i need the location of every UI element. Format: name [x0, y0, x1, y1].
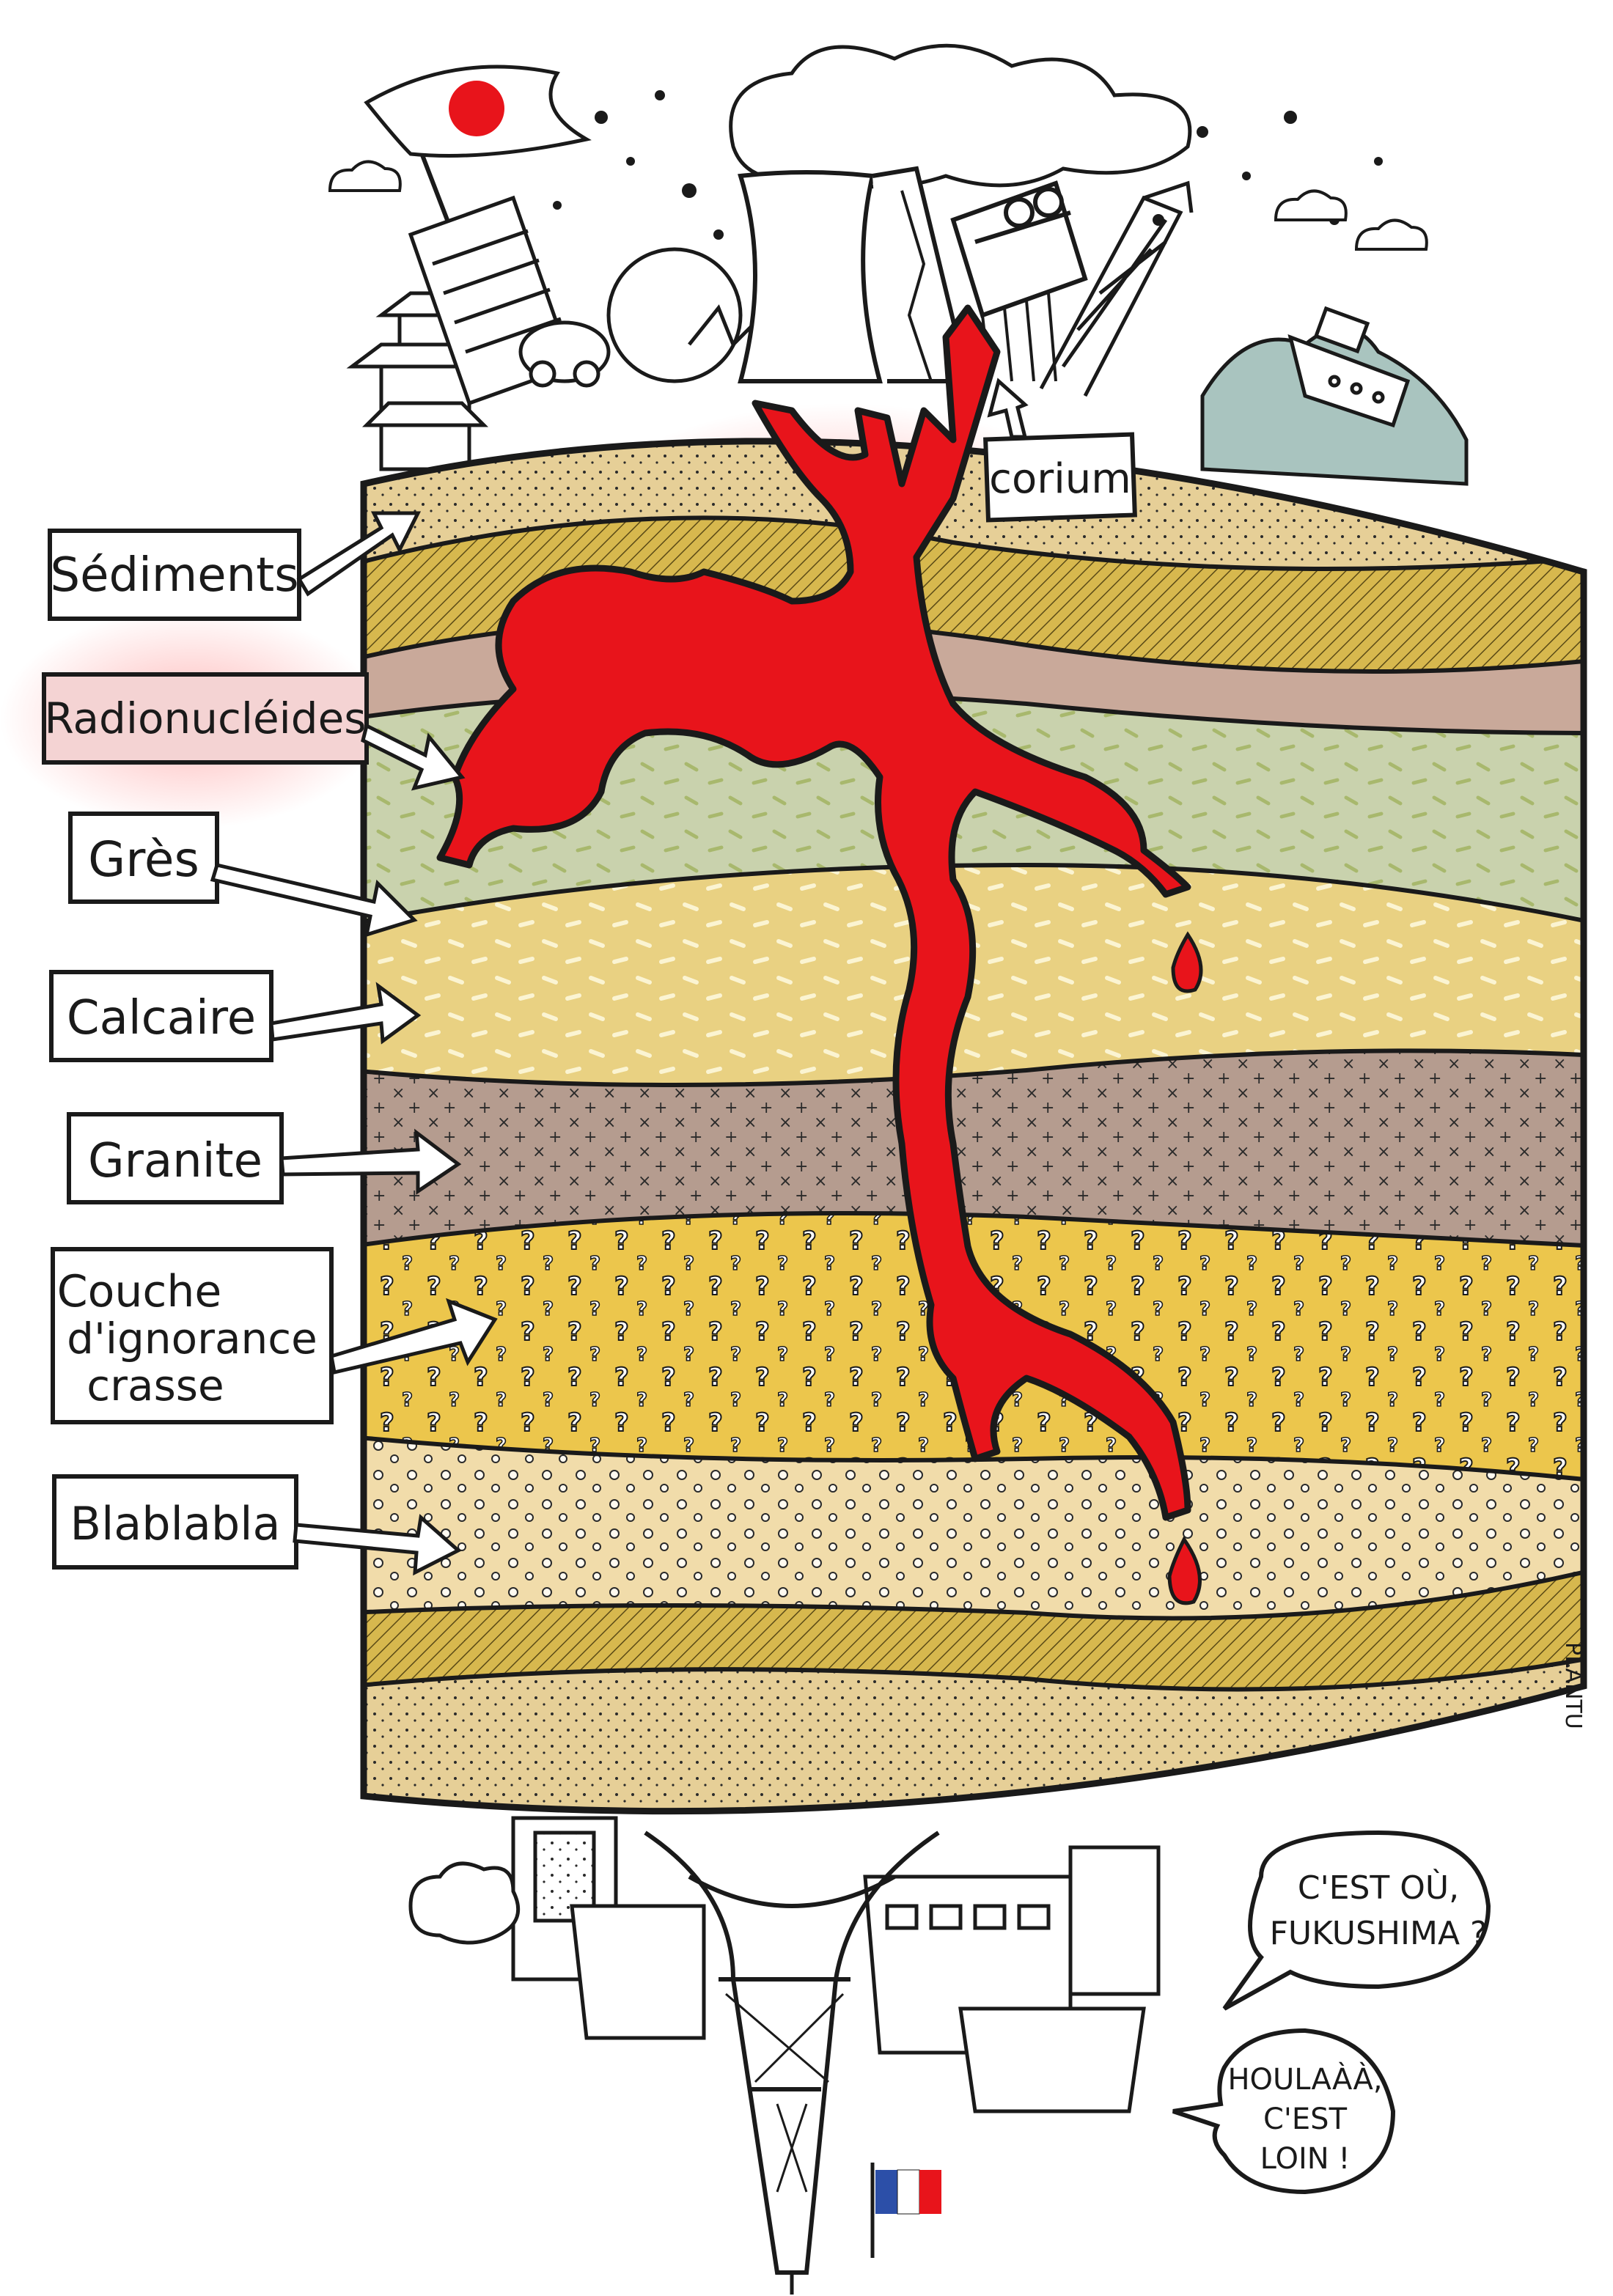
label-calcaire: Calcaire	[49, 970, 422, 1062]
labels: Sédiments Radionucléides Grès Calcaire G…	[42, 378, 1137, 1576]
speech-bubble-1: C'EST OÙ, FUKUSHIMA ?	[1222, 1830, 1491, 2011]
arrow-sediments	[296, 511, 422, 597]
speech-bubble-2: HOULAÀÀ, C'EST LOIN !	[1172, 2028, 1396, 2195]
arrow-calcaire	[269, 982, 422, 1045]
paris-scene: C'EST OÙ, FUKUSHIMA ? HOULAÀÀ, C'EST LOI…	[408, 1816, 1491, 2295]
label-granite-text: Granite	[88, 1134, 262, 1188]
bubble1-line1: C'EST OÙ,	[1298, 1868, 1459, 1907]
strata-cylinder	[360, 438, 1587, 1815]
ship-icon	[1287, 306, 1411, 428]
arrow-radionucleides	[361, 723, 466, 791]
label-couche: Couche d'ignorance crasse	[51, 1247, 498, 1424]
smoke-cloud	[729, 43, 1192, 189]
bubble2-line3: LOIN !	[1260, 2142, 1351, 2176]
arrow-blablabla	[293, 1514, 462, 1576]
debris-dots	[553, 90, 1383, 240]
japan-scene	[328, 43, 1469, 486]
label-blablabla: Blablabla	[52, 1474, 462, 1576]
label-corium-text: corium	[989, 455, 1131, 503]
bubble2-line2: C'EST	[1263, 2102, 1348, 2136]
arrow-corium	[987, 378, 1029, 439]
label-radionucleides-text: Radionucléides	[44, 693, 366, 743]
buildings-inverted	[511, 1816, 1161, 2113]
corium-drips	[1167, 931, 1203, 1605]
label-sediments: Sédiments	[48, 511, 422, 621]
france-flag-icon	[870, 2163, 941, 2258]
car-icon	[518, 320, 611, 388]
japan-flag-icon	[364, 65, 592, 221]
arrow-granite	[279, 1128, 462, 1195]
label-corium: corium	[983, 378, 1137, 523]
label-blablabla-text: Blablabla	[70, 1497, 281, 1550]
nuclear-plant-icon	[738, 166, 1088, 383]
corium-flow	[436, 304, 1191, 1521]
label-couche-line2: d'ignorance	[67, 1314, 317, 1364]
label-calcaire-text: Calcaire	[67, 991, 256, 1045]
signature: PLANTU	[1560, 1642, 1586, 1729]
arrow-gres	[210, 863, 418, 938]
bubble1-line2: FUKUSHIMA ?	[1270, 1915, 1488, 1952]
label-couche-line1: Couche	[57, 1266, 222, 1317]
eiffel-tower-icon	[644, 1830, 940, 2295]
label-gres: Grès	[68, 812, 418, 938]
label-radionucleides: Radionucléides	[42, 672, 466, 791]
tower-icon	[1039, 180, 1194, 397]
label-sediments-text: Sédiments	[50, 548, 298, 603]
label-gres-text: Grès	[88, 831, 199, 888]
bubble2-line1: HOULAÀÀ,	[1227, 2061, 1382, 2097]
layer-hatch	[364, 518, 1584, 671]
dome-icon	[606, 247, 757, 383]
label-granite: Granite	[67, 1112, 462, 1204]
small-clouds	[328, 160, 1428, 251]
label-couche-line3: crasse	[87, 1361, 224, 1410]
cloud-icon	[408, 1861, 521, 1945]
pagoda-icon	[346, 291, 504, 471]
arrow-couche	[329, 1298, 498, 1375]
